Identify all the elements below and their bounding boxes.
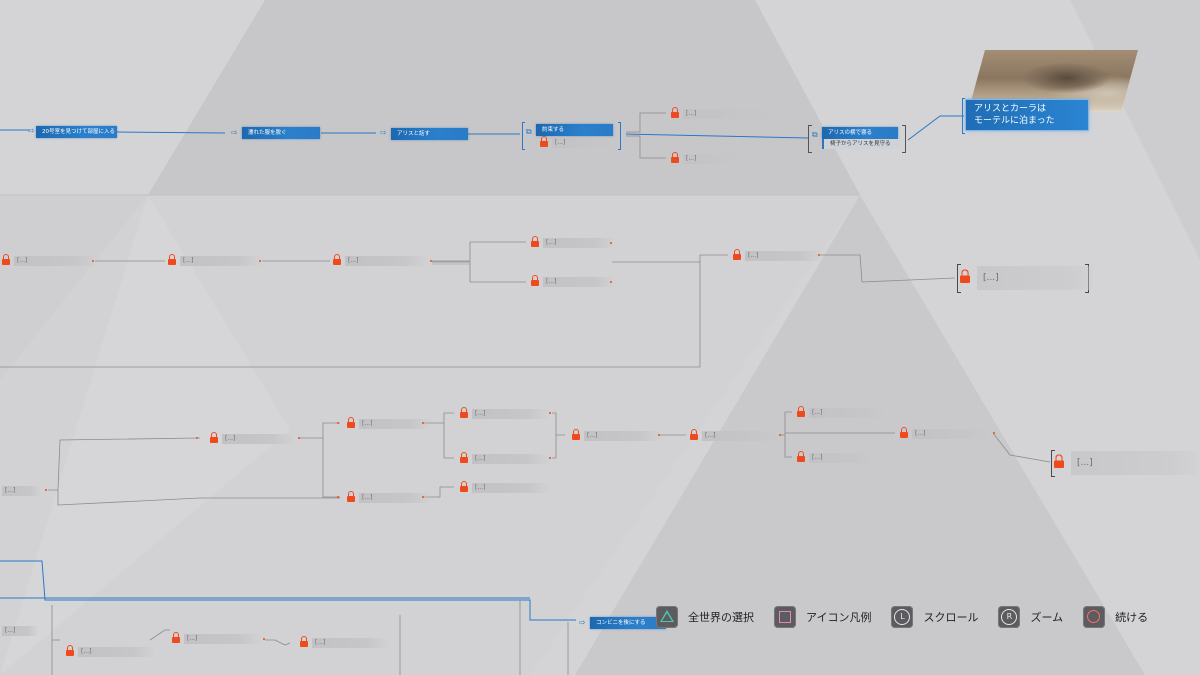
locked-node[interactable]: [...] (460, 481, 550, 494)
ending-bracket-left (957, 264, 961, 293)
lock-icon (671, 107, 679, 118)
locked-node[interactable]: [...] (2, 254, 97, 267)
node-watch-from-chair[interactable]: 椅子からアリスを見守る (822, 139, 900, 149)
multi-choice-icon: ⧉ (812, 130, 818, 139)
lock-icon (2, 254, 10, 265)
node-promise[interactable]: 約束する (536, 124, 613, 136)
lock-icon (540, 136, 548, 147)
locked-node[interactable]: [...] (333, 254, 428, 267)
locked-node[interactable]: [...] (531, 275, 616, 288)
lock-icon (66, 645, 74, 656)
lock-icon (210, 432, 218, 443)
circle-button-icon (1083, 606, 1106, 628)
ending-bracket-left (1051, 450, 1055, 477)
lock-icon (300, 636, 308, 647)
lock-icon (531, 275, 539, 286)
locked-node[interactable]: [...] (540, 136, 615, 149)
triangle-button-icon (656, 606, 678, 628)
unlock-arrow-icon: ⇨ (28, 126, 35, 135)
lock-icon (797, 451, 805, 462)
locked-node[interactable]: [...] (168, 254, 263, 267)
lock-icon (531, 236, 539, 247)
lock-icon (333, 254, 341, 265)
lock-icon (347, 417, 355, 428)
locked-node[interactable]: [...] (347, 491, 432, 504)
locked-node[interactable]: [...] (671, 107, 776, 120)
locked-node[interactable]: [...] (460, 407, 550, 420)
lock-icon (460, 452, 468, 463)
locked-ending[interactable]: [...] (1054, 451, 1197, 475)
lock-icon (960, 269, 970, 283)
node-talk-to-alice[interactable]: アリスと話す (391, 128, 468, 140)
lock-icon (460, 407, 468, 418)
lock-icon (671, 152, 679, 163)
lock-icon (797, 406, 805, 417)
choice-bracket-left (522, 122, 525, 150)
locked-node[interactable]: [...] (210, 432, 295, 445)
choice-bracket-right (618, 122, 621, 150)
locked-node[interactable]: [...] (733, 249, 823, 262)
node-find-room-20[interactable]: 20号室を見つけて部屋に入る (36, 126, 117, 138)
multi-choice-icon: ⧉ (526, 127, 532, 136)
lock-icon (460, 481, 468, 492)
unlock-arrow-icon: ⇨ (380, 128, 387, 137)
node-leave-convenience-store[interactable]: コンビニを後にする (590, 617, 666, 629)
unlock-arrow-icon: ⇨ (231, 128, 238, 137)
right-stick-icon: R (998, 606, 1021, 628)
locked-node[interactable]: [...] (460, 452, 550, 465)
locked-node[interactable]: [...] (690, 429, 780, 442)
locked-node[interactable]: [...] (797, 451, 872, 464)
choice-bracket-left (808, 125, 812, 153)
lock-icon (690, 429, 698, 440)
lock-icon (733, 249, 741, 260)
locked-node[interactable]: [...] (2, 485, 41, 497)
legend-continue[interactable]: 続ける (1083, 606, 1148, 628)
locked-node[interactable]: [...] (572, 429, 662, 442)
locked-node[interactable]: [...] (172, 632, 262, 645)
lock-icon (347, 491, 355, 502)
ending-alice-kara-motel[interactable]: アリスとカーラは モーテルに泊まった (966, 100, 1088, 130)
locked-node[interactable]: [...] (797, 406, 887, 419)
node-take-off-wet-clothes[interactable]: 濡れた服を脱ぐ (242, 127, 320, 139)
lock-icon (172, 632, 180, 643)
legend-world-select[interactable]: 全世界の選択 (656, 606, 754, 628)
locked-node[interactable]: [...] (66, 645, 156, 658)
node-sleep-beside-alice[interactable]: アリスの横で寝る (822, 127, 898, 139)
unlock-arrow-icon: ⇨ (579, 618, 586, 627)
locked-ending[interactable]: [...] (960, 266, 1093, 290)
legend-icon-legend[interactable]: アイコン凡例 (774, 606, 871, 628)
locked-node[interactable]: [...] (531, 236, 616, 249)
controls-legend: 全世界の選択 アイコン凡例 L スクロール R ズーム 続ける (656, 604, 1168, 630)
locked-node[interactable]: [...] (300, 636, 390, 649)
legend-scroll[interactable]: L スクロール (891, 606, 978, 628)
locked-node[interactable]: [...] (671, 152, 741, 165)
legend-zoom[interactable]: R ズーム (998, 606, 1063, 628)
locked-node[interactable]: [...] (900, 427, 990, 440)
locked-node[interactable]: [...] (347, 417, 432, 430)
square-button-icon (774, 606, 796, 628)
lock-icon (1054, 454, 1064, 468)
left-stick-icon: L (891, 606, 914, 628)
lock-icon (572, 429, 580, 440)
choice-bracket-right (902, 125, 906, 153)
lock-icon (168, 254, 176, 265)
ending-bracket-left (962, 98, 965, 134)
lock-icon (900, 427, 908, 438)
locked-node[interactable]: [...] (2, 625, 39, 637)
